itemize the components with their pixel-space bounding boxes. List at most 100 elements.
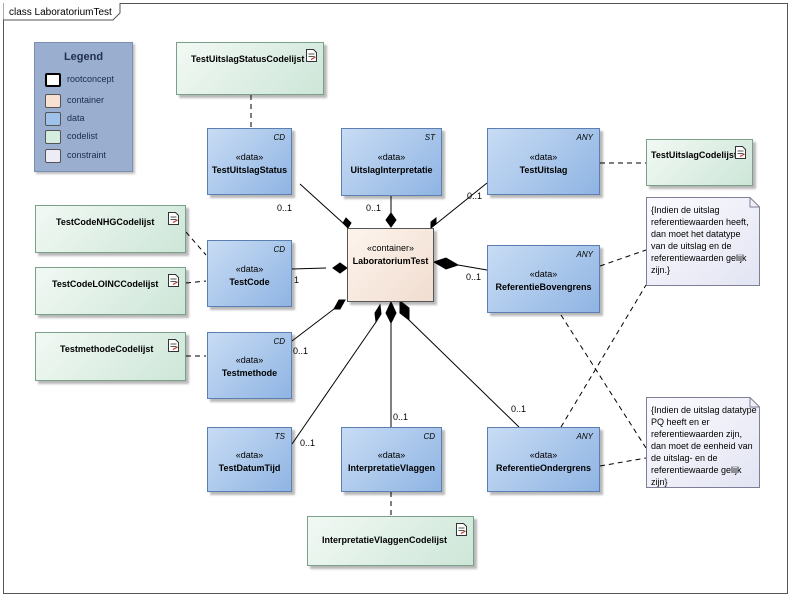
- legend-label: data: [67, 113, 85, 123]
- legend-label: rootconcept: [67, 74, 115, 84]
- datatype-tag: CD: [423, 432, 435, 441]
- dash-note-bovengrens-ondergrens: [560, 284, 647, 428]
- legend-label: codelist: [67, 131, 98, 141]
- class-testcode[interactable]: CD «data» TestCode: [207, 240, 292, 307]
- class-name: TestCode: [229, 277, 270, 287]
- legend: Legend rootconcept container data codeli…: [34, 42, 133, 172]
- multiplicity-testmethode: 0..1: [293, 346, 309, 356]
- multiplicity-interpretatievlaggen: 0..1: [393, 412, 409, 422]
- class-stereotype: «data»: [529, 269, 558, 279]
- note-ondergrens: {Indien de uitslag datatype PQ heeft en …: [651, 405, 757, 487]
- legend-label: container: [67, 95, 105, 105]
- diamond-testdatumtijd: [374, 303, 382, 324]
- diamond-testcode: [332, 262, 348, 274]
- class-testmethode[interactable]: CD «data» Testmethode: [207, 332, 292, 399]
- codelist-interpretatievlaggen[interactable]: InterpretatieVlaggenCodelijst: [307, 516, 474, 566]
- codelist-testuitslagstatus[interactable]: TestUitslagStatusCodelijst: [176, 42, 324, 95]
- codelist-name: TestUitslagStatusCodelijst: [191, 54, 305, 64]
- codelist-name: TestmethodeCodelijst: [60, 344, 154, 354]
- edge-testmethode: [291, 308, 335, 342]
- datatype-tag: CD: [273, 245, 285, 254]
- multiplicity-referentieondergrens: 0..1: [511, 404, 527, 414]
- datatype-tag: TS: [274, 432, 285, 441]
- codelist-name: InterpretatieVlaggenCodelijst: [322, 535, 448, 545]
- edge-testdatumtijd: [291, 321, 377, 445]
- dash-note-bovengrens-ref: [599, 249, 647, 267]
- datatype-tag: CD: [273, 337, 285, 346]
- diamond-referentieondergrens: [399, 299, 410, 322]
- frame-title: class LaboratoriumTest: [9, 7, 112, 18]
- class-testuitslagstatus[interactable]: CD «data» TestUitslagStatus: [207, 128, 292, 195]
- multiplicity-testdatumtijd: 0..1: [300, 438, 316, 448]
- multiplicity-referentiebovengrens: 0..1: [466, 272, 482, 282]
- note-ondergrens-shape: [646, 397, 760, 488]
- class-stereotype: «data»: [529, 450, 558, 460]
- datatype-tag: ST: [424, 133, 435, 142]
- class-name: TestUitslag: [519, 165, 568, 175]
- diamond-testuitslagstatus: [342, 217, 352, 229]
- diamond-uitslaginterpretatie: [385, 212, 397, 228]
- diagram-frame: [3, 3, 788, 594]
- edge-testcode: [291, 267, 327, 270]
- class-name: ReferentieBovengrens: [495, 282, 592, 292]
- codelist-name: TestCodeNHGCodelijst: [56, 217, 155, 227]
- multiplicity-testuitslagstatus: 0..1: [277, 203, 293, 213]
- class-interpretatievlaggen[interactable]: CD «data» InterpretatieVlaggen: [341, 427, 442, 492]
- class-name: ReferentieOndergrens: [495, 463, 592, 473]
- class-stereotype: «data»: [235, 450, 264, 460]
- datatype-tag: ANY: [576, 250, 593, 259]
- class-stereotype: «data»: [235, 355, 264, 365]
- document-icon: [306, 49, 317, 62]
- datatype-tag: ANY: [576, 133, 593, 142]
- container-stereotype: «container»: [366, 243, 415, 253]
- class-name: UitslagInterpretatie: [350, 165, 433, 175]
- legend-label: constraint: [67, 150, 107, 160]
- codelist-testmethode[interactable]: TestmethodeCodelijst: [35, 332, 186, 381]
- edge-testuitslagstatus: [299, 183, 344, 224]
- codelist-name: TestCodeLOINCCodelijst: [52, 279, 159, 289]
- legend-swatch: [45, 130, 61, 144]
- class-name: TestUitslagStatus: [211, 165, 288, 175]
- class-testuitslag[interactable]: ANY «data» TestUitslag: [487, 128, 600, 195]
- codelist-testcodenhg[interactable]: TestCodeNHGCodelijst: [35, 205, 186, 253]
- document-icon: [168, 212, 179, 225]
- edge-referentieondergrens: [408, 319, 520, 428]
- document-icon: [735, 146, 746, 159]
- class-testdatumtijd[interactable]: TS «data» TestDatumTijd: [207, 427, 292, 492]
- diamond-referentiebovengrens: [432, 257, 460, 270]
- codelist-testuitslag[interactable]: TestUitslagCodelijst: [646, 139, 753, 186]
- class-referentiebovengrens[interactable]: ANY «data» ReferentieBovengrens: [487, 245, 600, 313]
- class-stereotype: «data»: [529, 152, 558, 162]
- container-laboratoriumtest[interactable]: «container» LaboratoriumTest: [347, 228, 434, 302]
- class-uitslaginterpretatie[interactable]: ST «data» UitslagInterpretatie: [341, 128, 442, 196]
- container-name: LaboratoriumTest: [352, 256, 429, 266]
- multiplicity-uitslaginterpretatie: 0..1: [366, 203, 382, 213]
- class-referentieondergrens[interactable]: ANY «data» ReferentieOndergrens: [487, 427, 600, 492]
- document-icon: [168, 274, 179, 287]
- dash-note-ondergrens-ref: [599, 457, 647, 467]
- diamond-interpretatievlaggen: [385, 300, 397, 325]
- legend-swatch: [45, 94, 61, 108]
- class-name: InterpretatieVlaggen: [347, 463, 436, 473]
- document-icon: [168, 339, 179, 352]
- legend-swatch: [45, 73, 61, 87]
- class-stereotype: «data»: [377, 152, 406, 162]
- diamond-testmethode: [333, 299, 346, 310]
- datatype-tag: CD: [273, 133, 285, 142]
- multiplicity-testuitslag: 0..1: [467, 191, 483, 201]
- dash-testcodeloinc: [185, 280, 207, 284]
- class-name: TestDatumTijd: [218, 463, 281, 473]
- edge-testuitslag: [435, 182, 488, 225]
- multiplicity-testcode: 1: [294, 275, 300, 285]
- note-bovengrens-shape: [646, 197, 760, 286]
- diamond-testuitslag: [430, 216, 437, 230]
- document-icon: [456, 523, 467, 536]
- class-name: Testmethode: [221, 368, 278, 378]
- frame-tab: [3, 3, 121, 21]
- class-stereotype: «data»: [377, 450, 406, 460]
- datatype-tag: ANY: [576, 432, 593, 441]
- legend-title: Legend: [63, 51, 104, 63]
- codelist-testcodeloinc[interactable]: TestCodeLOINCCodelijst: [35, 267, 186, 315]
- class-stereotype: «data»: [235, 264, 264, 274]
